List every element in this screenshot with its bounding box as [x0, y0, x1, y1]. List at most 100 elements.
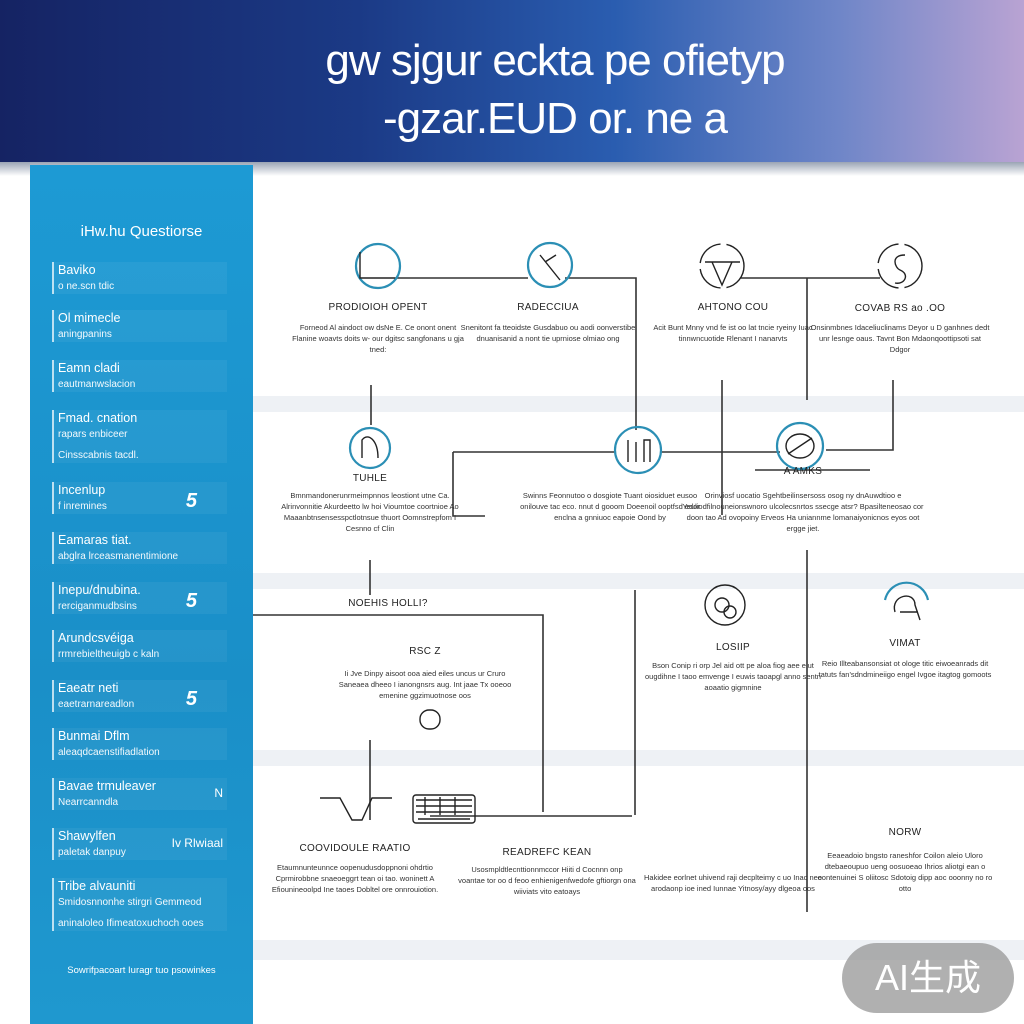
node-title: READREFC KEAN	[502, 847, 592, 858]
node-title: RADECCIUA	[517, 302, 579, 313]
sidebar-item[interactable]: Eamaras tiat. abglra lrceasmanentimione	[52, 532, 227, 564]
sidebar-item[interactable]: Ol mimecle aningpanins	[52, 310, 227, 342]
hand-icon	[627, 439, 651, 462]
sidebar-item-subtitle: aleaqdcaenstifiadlation	[58, 747, 160, 758]
node-description: Eeaeadoio bngsto raneshfor Coilon aleio …	[817, 851, 993, 893]
ai-generated-badge: AI生成	[842, 943, 1014, 1013]
link-icon	[723, 605, 737, 619]
keyboard-icon	[416, 797, 472, 820]
node-icon-ring	[348, 426, 392, 470]
q-icon	[893, 595, 921, 621]
sidebar-item[interactable]: Bunmai Dflm aleaqdcaenstifiadlation	[52, 728, 227, 760]
count-badge: 5	[185, 490, 197, 512]
node-description: Ii Jve Dinpy aisoot ooa aied eiles uncus…	[338, 669, 512, 700]
node-icon-ring	[613, 425, 663, 475]
sidebar-item-title: Bunmai Dflm	[58, 729, 130, 743]
band	[253, 396, 1024, 412]
node-description: Orinviosf uocatio Sgehtbeilinsersoss oso…	[682, 491, 924, 533]
sidebar-item-title: Eamaras tiat.	[58, 533, 132, 547]
header-title-line2: -gzar.EUD or. ne a	[383, 94, 728, 143]
sidebar-item-title: Eamn cladi	[58, 361, 120, 375]
sidebar-item-title: Incenlup	[58, 483, 106, 497]
chart-icon	[359, 252, 395, 279]
sidebar-footer: Sowrifpacoart Iuragr tuo psowinkes	[67, 965, 216, 976]
node-description: Acit Bunt Mnny vnd fe ist oo lat tncie r…	[653, 323, 813, 343]
node-icon-ring	[883, 581, 930, 601]
sidebar-item-subtitle: o ne.scn tdic	[58, 281, 115, 292]
node-title: RSC Z	[409, 646, 441, 657]
node-description: Onsinmbnes Idaceliuclinams Deyor u D gan…	[810, 323, 990, 354]
circle-button-icon	[419, 709, 441, 730]
node-title: PRODIOIOH OPENT	[328, 302, 428, 313]
sidebar-item[interactable]: Eaeatr neti eaetrarnareadlon 5	[52, 680, 227, 712]
node-description: Usosmpldtlecnttionnmccor Hiiti d Cocnnn …	[458, 865, 636, 896]
node-title: NORW	[888, 827, 922, 838]
sidebar-item-subtitle: rapars enbiceer	[58, 429, 128, 440]
connector	[452, 452, 485, 517]
hand-icon	[361, 436, 379, 459]
connector	[253, 614, 544, 812]
sidebar-item-title: Baviko	[58, 263, 96, 277]
sidebar-item-title: Eaeatr neti	[58, 681, 119, 695]
s-icon	[894, 254, 907, 284]
sidebar-item[interactable]: Eamn cladi eautmanwslacion	[52, 360, 227, 392]
link-icon	[714, 597, 730, 613]
node-icon-ring	[526, 241, 574, 289]
sidebar-item-subtitle: abglra lrceasmanentimione	[58, 551, 179, 562]
node-title: VIMAT	[889, 638, 921, 649]
band	[253, 750, 1024, 766]
node-description: Reio Illteabansonsiat ot ologe titic eiw…	[818, 659, 992, 679]
node-icon-ring	[775, 421, 825, 471]
globe-icon	[785, 433, 815, 459]
sidebar-item-note: Cinsscabnis tacdl.	[58, 450, 139, 461]
node-description: Hakidee eorlnet uhivend raji decplteimy …	[643, 873, 823, 893]
node-title: TUHLE	[352, 473, 388, 484]
filter-icon	[705, 261, 740, 287]
wave-icon	[320, 797, 392, 821]
node-description: Swinns Feonnutoo o dosgiote Tuant oiosid…	[520, 491, 700, 522]
sidebar-item-side-label: N	[214, 786, 223, 800]
node-icon-ring	[704, 584, 746, 626]
sidebar-item-subtitle: eaetrarnareadlon	[58, 699, 135, 710]
sidebar-item-subtitle: rrmrebieltheuigb c kaln	[58, 649, 160, 660]
sidebar-item-title: Ol mimecle	[58, 311, 121, 325]
sidebar-item-subtitle: aningpanins	[58, 329, 112, 340]
node-title: COOVIDOULE RAATIO	[299, 843, 411, 854]
sidebar-title: iHw.hu Questiorse	[80, 223, 203, 240]
node-title: LOSIIP	[715, 642, 751, 653]
node-title: A AMKS	[783, 466, 823, 477]
keyboard-icon	[412, 794, 476, 824]
globe-icon	[787, 437, 813, 455]
figure-icon	[539, 254, 561, 281]
node-title: COVAB RS ao .OO	[854, 303, 946, 314]
sidebar-item-title: Tribe alvauniti	[58, 879, 136, 893]
node-description: Bson Conip ri orp Jel aid ott pe aloa fi…	[645, 661, 821, 692]
sidebar-item-note: aninaloleo Ifimeatoxuchoch ooes	[58, 918, 204, 929]
sidebar-item-subtitle: f inremines	[58, 501, 107, 512]
header-title-line1: gw sjgur eckta pe ofietyp	[325, 36, 785, 85]
connector	[565, 277, 637, 430]
node-description: Etaumnunteunnce oopenudusdoppnoni ohdrti…	[271, 863, 439, 894]
sidebar-item-title: Bavae trmuleaver	[58, 779, 156, 793]
count-badge: 5	[185, 688, 197, 710]
node-description: Bmnmandonerunrmeimpnnos leostiont utne C…	[281, 491, 459, 533]
node-description: Forneod Al aindoct ow dsNe E. Ce onont o…	[292, 323, 464, 354]
sidebar-item[interactable]: Baviko o ne.scn tdic	[52, 262, 227, 294]
sidebar-item[interactable]: Incenlup f inremines 5	[52, 482, 227, 514]
header-shadow	[0, 162, 1024, 176]
node-icon-ring	[699, 243, 745, 289]
band	[253, 940, 1024, 960]
node-title: AHTONO COU	[697, 302, 769, 313]
sidebar-item-title: Inepu/dnubina.	[58, 583, 141, 597]
sidebar-item-side-label: Iv Rlwiaal	[171, 836, 223, 850]
sidebar-item-subtitle: Smidosnnonhe stirgri Gemmeod	[58, 897, 202, 908]
sidebar-item-subtitle: eautmanwslacion	[58, 379, 136, 390]
node-title: NOEHIS HOLLI?	[348, 598, 428, 609]
